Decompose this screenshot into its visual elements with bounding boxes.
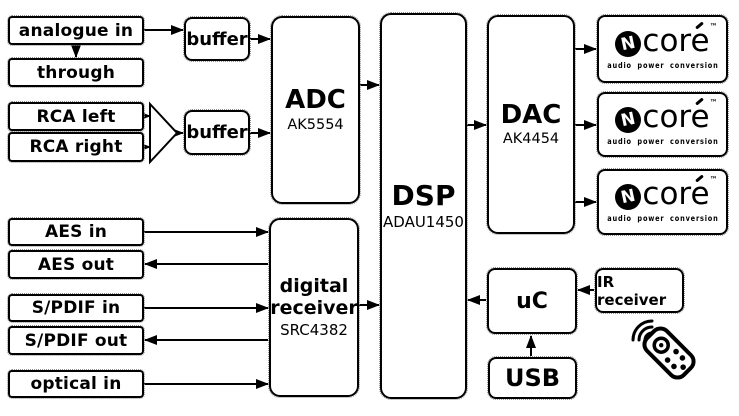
ncore-module-3: N core ™ audio power conversion [596,168,729,236]
node-digital-receiver: digital receiver SRC4382 [268,217,360,398]
node-uc: uC [486,267,578,335]
ncore-n-circle-icon: N [615,184,642,210]
node-analogue-in: analogue in [7,15,145,46]
ncore-trademark: ™ [709,97,718,107]
node-ir-receiver: IR receiver [594,267,685,314]
node-dac-chip: AK4454 [502,131,560,148]
ncore-tagline: audio power conversion [606,214,719,223]
node-adc: ADC AK5554 [270,15,361,205]
connector-arrows [71,25,597,389]
ncore-module-1: N core ™ audio power conversion [596,14,729,84]
node-buffer-bottom-label: buffer [186,122,248,143]
node-dac: DAC AK4454 [486,14,576,235]
node-digital-receiver-title-2: receiver [270,296,358,319]
node-dac-title: DAC [500,99,562,130]
node-dsp-chip: ADAU1450 [383,212,464,231]
node-spdif-in-label: S/PDIF in [31,298,121,318]
node-aes-out: AES out [7,249,145,280]
ncore-tagline: audio power conversion [606,61,719,70]
node-optical-in-label: optical in [30,374,122,394]
node-usb-label: USB [504,364,561,392]
node-dsp-title: DSP [391,179,456,213]
ncore-logo: N core ™ [615,174,718,213]
node-buffer-top: buffer [183,16,251,62]
node-rca-left: RCA left [7,101,145,132]
node-spdif-out: S/PDIF out [7,325,145,356]
node-rca-right: RCA right [7,131,145,163]
node-usb: USB [487,356,578,400]
ncore-trademark: ™ [709,22,718,31]
ncore-brand-word: core [642,176,710,212]
remote-control-icon [631,319,696,380]
node-optical-in: optical in [7,369,145,399]
ncore-logo: N core ™ [615,21,718,60]
node-buffer-bottom: buffer [183,109,251,156]
node-rca-left-label: RCA left [36,106,116,127]
node-spdif-out-label: S/PDIF out [24,330,128,351]
node-digital-receiver-chip: SRC4382 [280,321,348,340]
ncore-module-2: N core ™ audio power conversion [596,91,729,158]
node-aes-in-label: AES in [44,222,108,242]
node-digital-receiver-title-1: digital [279,274,349,297]
ir-signal-waves-icon [631,319,654,342]
ncore-logo: N core ™ [615,96,718,136]
node-adc-title: ADC [285,85,346,116]
node-aes-out-label: AES out [37,254,115,275]
ncore-n-circle-icon: N [615,31,642,57]
node-adc-chip: AK5554 [287,116,344,133]
node-spdif-in: S/PDIF in [7,293,145,323]
node-through: through [7,57,145,88]
node-dsp: DSP ADAU1450 [379,12,468,400]
node-ir-receiver-label: IR receiver [597,272,667,309]
node-analogue-in-label: analogue in [18,20,134,41]
node-uc-label: uC [516,288,548,314]
ncore-trademark: ™ [709,175,718,184]
mixer-triangle-icon [149,101,179,165]
ncore-brand-word: core [642,98,710,135]
ncore-n-circle-icon: N [615,106,642,133]
node-through-label: through [36,62,116,83]
node-aes-in: AES in [7,217,145,247]
node-buffer-top-label: buffer [186,28,248,50]
ncore-tagline: audio power conversion [606,136,719,146]
ncore-brand-word: core [642,23,710,59]
node-rca-right-label: RCA right [29,137,123,157]
